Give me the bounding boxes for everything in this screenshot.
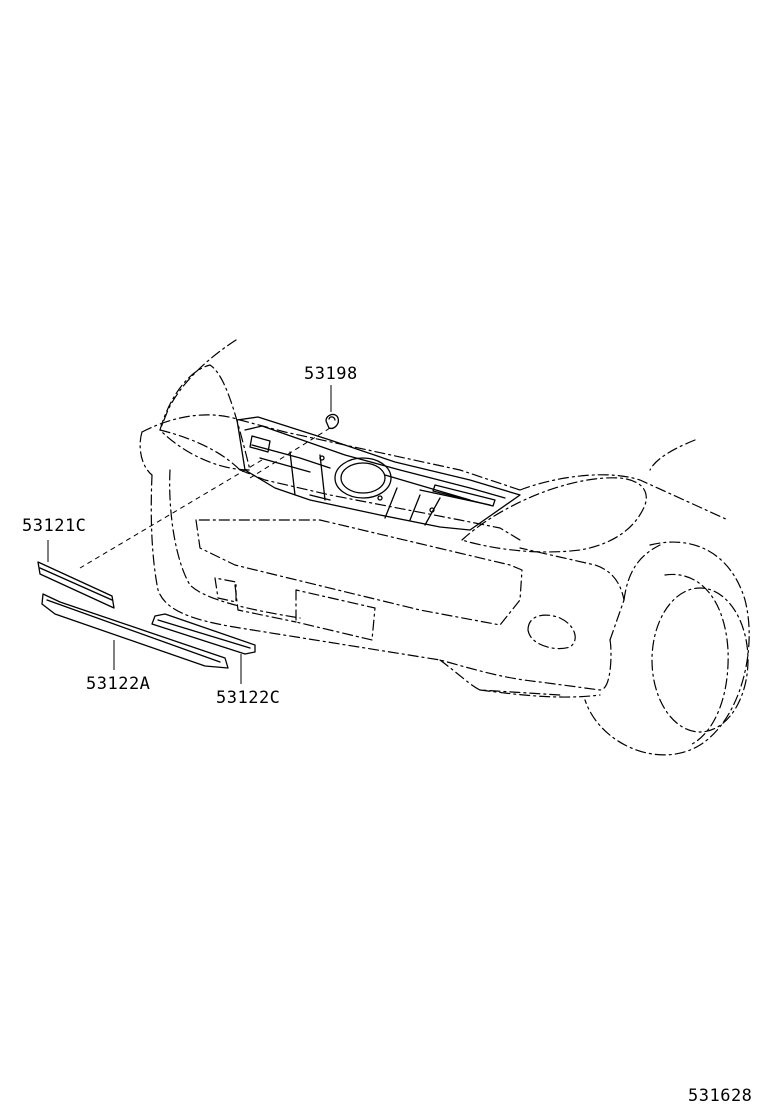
lower-grille-opening [195, 519, 523, 626]
part-label-53122a: 53122A [86, 674, 151, 694]
lower-molding-center-part [41, 593, 229, 670]
vehicle-body-outline [139, 339, 729, 521]
right-wheel [584, 541, 750, 756]
left-headlight-outline [159, 364, 251, 471]
reference-lines [79, 427, 331, 569]
figure-number: 531628 [688, 1086, 753, 1106]
clip-part [325, 385, 340, 430]
front-grille [236, 416, 521, 531]
right-headlight-outline [461, 477, 647, 553]
lower-molding-side-part [151, 613, 256, 684]
upper-molding-part [37, 540, 115, 609]
fog-lamp [527, 614, 576, 650]
license-plate-area [214, 577, 376, 641]
part-label-53121c: 53121C [22, 516, 87, 536]
part-label-53122c: 53122C [216, 688, 281, 708]
part-label-53198: 53198 [304, 364, 358, 384]
front-bumper-outline [150, 469, 625, 698]
